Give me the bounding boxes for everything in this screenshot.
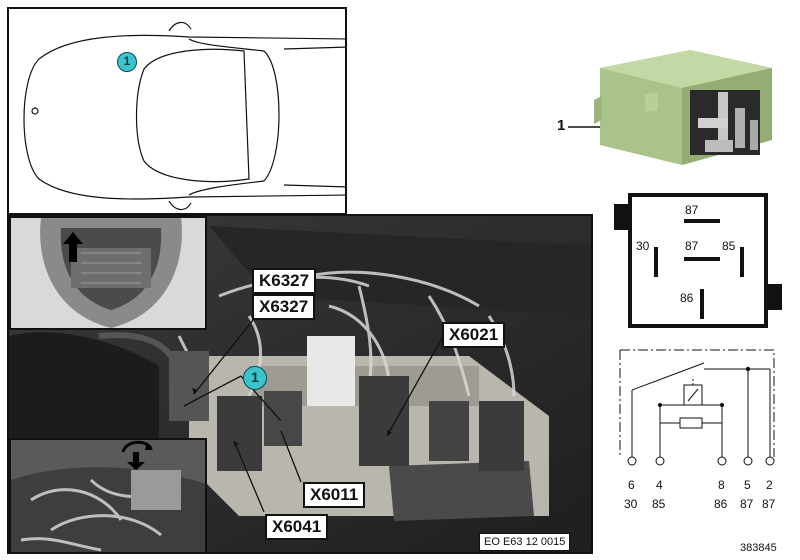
- pin-label-87-top: 87: [685, 203, 699, 217]
- schematic-terminal-86: 86: [714, 497, 728, 511]
- relay-photo: [594, 50, 772, 165]
- pin-30: [654, 247, 658, 277]
- label-x6021: X6021: [442, 322, 506, 348]
- car-location-panel: 1: [7, 7, 347, 215]
- relay-location-badge: 1: [243, 366, 267, 390]
- pin-85: [740, 247, 744, 277]
- schematic-pin-5: 5: [744, 478, 751, 492]
- relay-mount-tab-left: [614, 204, 628, 230]
- car-front-inset: [9, 216, 207, 330]
- diagram-reference-caption: EO E63 12 0015: [479, 533, 571, 551]
- schematic-terminal-87b: 87: [762, 497, 776, 511]
- pin-label-86: 86: [680, 291, 694, 305]
- image-number: 383845: [740, 542, 777, 554]
- schematic-pin-8: 8: [718, 478, 725, 492]
- fusebox-cover-inset: [9, 438, 207, 552]
- leader-lines: [183, 299, 447, 513]
- label-x6011: X6011: [303, 482, 366, 508]
- label-x6041: X6041: [265, 514, 329, 540]
- relay-callout-number: 1: [557, 117, 566, 134]
- location-badge: 1: [117, 52, 137, 72]
- engine-bay-photo-panel: K6327 X6327 X6021 X6011 X6041 1 EO E63 1…: [7, 214, 593, 554]
- relay-circuit-schematic: [619, 349, 775, 466]
- pin-87-top: [684, 219, 720, 223]
- pin-86: [700, 289, 704, 319]
- schematic-pin-4: 4: [656, 478, 663, 492]
- schematic-terminal-30: 30: [624, 497, 638, 511]
- pin-label-87-mid: 87: [685, 239, 699, 253]
- rotate-arrow-icon: [121, 440, 153, 470]
- schematic-terminal-87a: 87: [740, 497, 754, 511]
- arrow-up-icon: [63, 232, 83, 262]
- schematic-pin-2: 2: [766, 478, 773, 492]
- pin-87-mid: [684, 257, 720, 261]
- schematic-pin-6: 6: [628, 478, 635, 492]
- relay-mount-tab-right: [768, 284, 782, 310]
- fusebox-detail-photo: [11, 440, 205, 552]
- relay-callout-line: [568, 126, 602, 128]
- label-k6327: K6327: [252, 268, 317, 294]
- car-top-view-outline: [23, 21, 345, 211]
- schematic-terminal-85: 85: [652, 497, 666, 511]
- label-x6327: X6327: [252, 294, 316, 320]
- pin-label-85: 85: [722, 239, 736, 253]
- relay-pin-layout: 87 30 87 85 86: [628, 193, 768, 328]
- pin-label-30: 30: [636, 239, 650, 253]
